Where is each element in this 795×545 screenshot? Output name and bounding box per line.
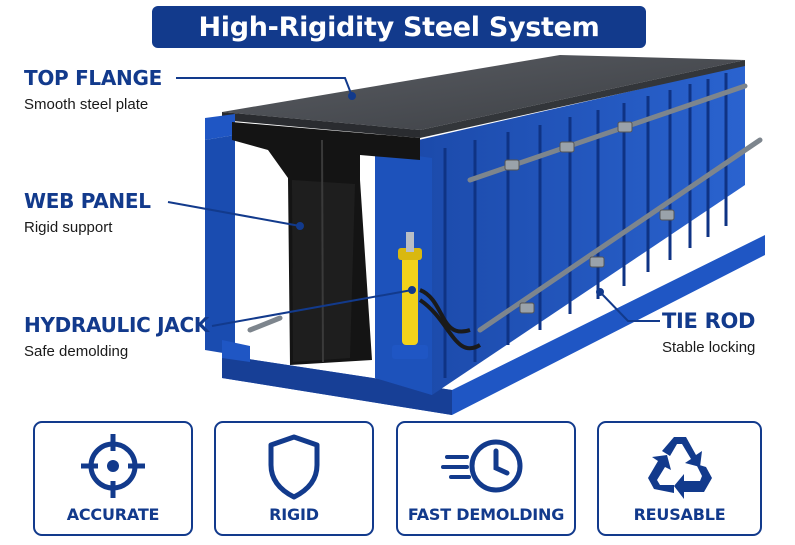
left-frame (205, 114, 235, 140)
web-panel-label: WEB PANEL (24, 189, 151, 213)
callout-web-panel: WEB PANEL Rigid support (24, 189, 151, 236)
clock-speed-icon (441, 439, 523, 493)
recycle-icon (647, 437, 712, 499)
crosshair-icon (81, 434, 145, 498)
feature-card-fast-demolding: FAST DEMOLDING (396, 421, 576, 536)
feature-card-rigid: RIGID (214, 421, 374, 536)
top-flange-desc: Smooth steel plate (24, 96, 149, 113)
base-platform (222, 235, 765, 415)
feature-label: FAST DEMOLDING (407, 505, 565, 524)
callout-tie-rod: TIE ROD Stable locking (662, 309, 755, 356)
hydraulic-jack-label: HYDRAULIC JACK (24, 313, 210, 337)
tie-rod-label: TIE ROD (662, 309, 756, 333)
feature-label: RIGID (269, 505, 319, 524)
hydraulic-jack-desc: Safe demolding (24, 343, 129, 360)
top-flange-plate (222, 55, 745, 130)
top-flange-label: TOP FLANGE (24, 66, 162, 90)
title-banner: High-Rigidity Steel System (152, 6, 646, 48)
callout-hydraulic-jack: HYDRAULIC JACK Safe demolding (24, 313, 209, 360)
side-wall (375, 65, 745, 395)
feature-label: ACCURATE (66, 505, 160, 524)
leader-lines (167, 77, 660, 327)
page-title: High-Rigidity Steel System (198, 11, 600, 43)
feature-card-reusable: REUSABLE (597, 421, 762, 536)
shield-icon (268, 434, 320, 500)
hydraulic-jack (392, 232, 482, 359)
feature-card-accurate: ACCURATE (33, 421, 193, 536)
callout-top-flange: TOP FLANGE Smooth steel plate (24, 66, 162, 113)
feature-label: REUSABLE (633, 505, 726, 524)
steel-formwork-illustration (167, 55, 765, 415)
tie-rod-desc: Stable locking (662, 339, 756, 356)
web-panel-desc: Rigid support (24, 219, 113, 236)
